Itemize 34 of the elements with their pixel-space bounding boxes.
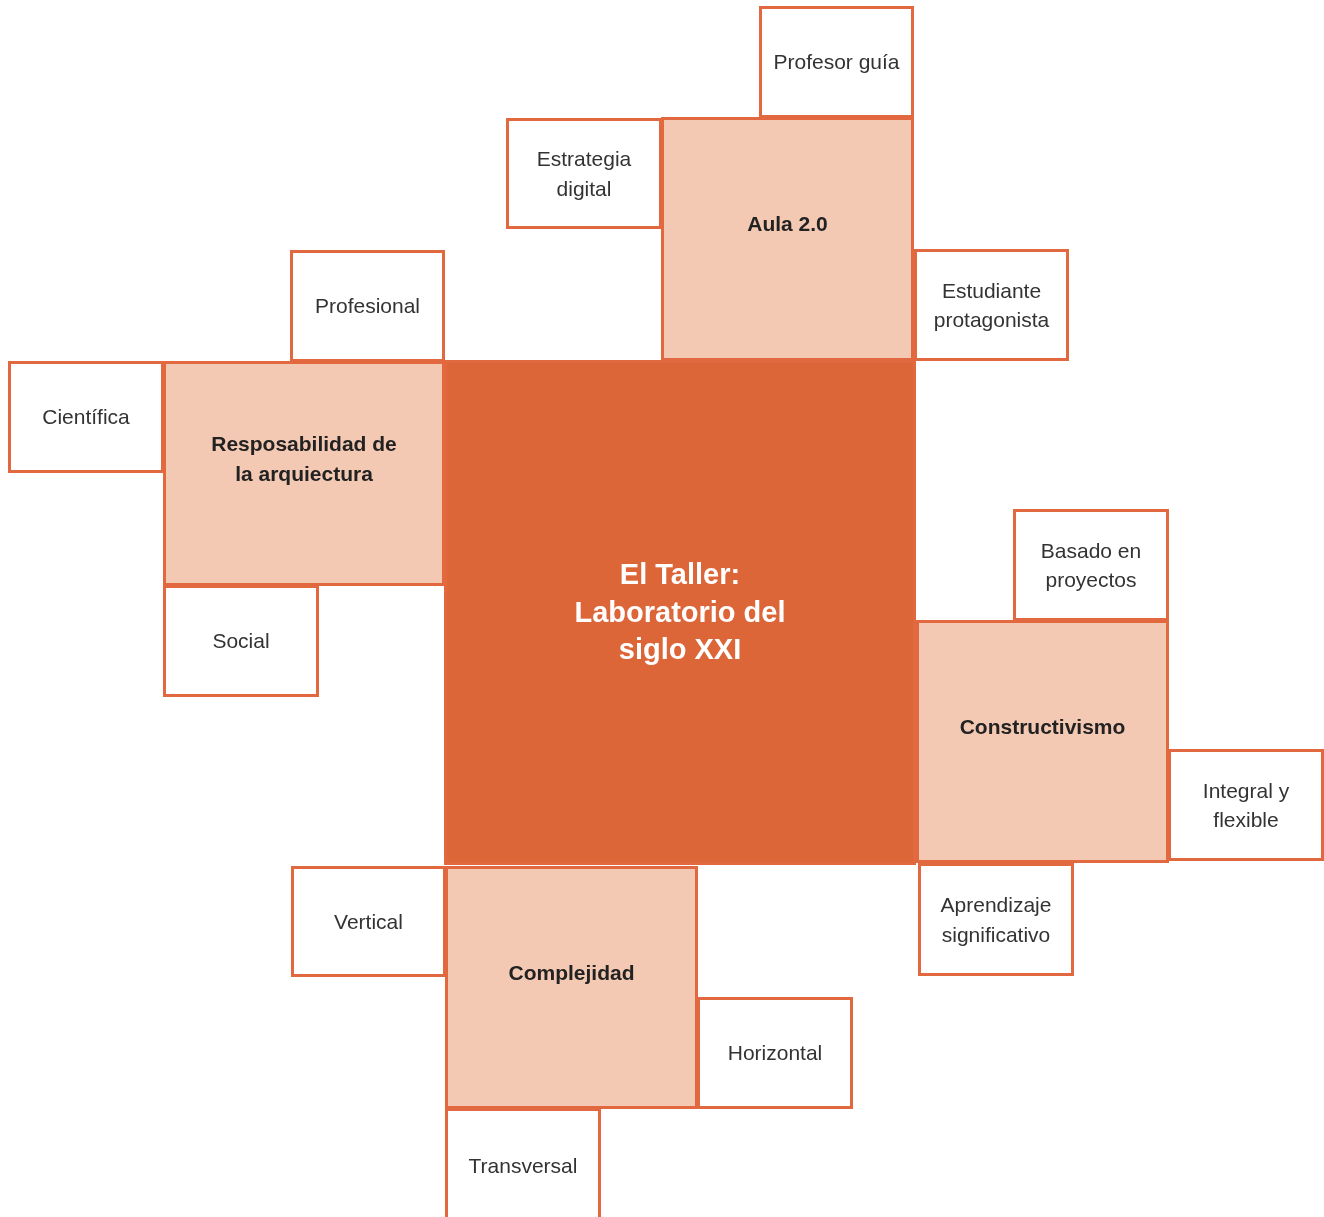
topic-box: [661, 117, 914, 361]
topic-box: [445, 866, 698, 1109]
box-label: Resposabilidad de la arquiectura: [210, 431, 398, 487]
subtopic-box: [445, 1108, 601, 1217]
box-label: Horizontal: [727, 1040, 823, 1067]
topic-box: [916, 620, 1169, 863]
subtopic-box: [697, 997, 853, 1109]
box-label: Aula 2.0: [747, 211, 828, 238]
box-label: Complejidad: [508, 959, 635, 986]
subtopic-box: [1168, 749, 1324, 861]
box-label: Vertical: [334, 908, 403, 935]
subtopic-box: [918, 863, 1074, 976]
box-label: Basado en proyectos: [1039, 537, 1143, 593]
subtopic-box: [291, 866, 446, 977]
central-box: [444, 360, 916, 865]
box-label: Integral y flexible: [1201, 777, 1291, 833]
subtopic-box: [163, 585, 319, 697]
subtopic-box: [506, 118, 662, 229]
topic-box: [163, 361, 445, 586]
subtopic-box: [914, 249, 1069, 361]
subtopic-box: [8, 361, 164, 473]
subtopic-box: [1013, 509, 1169, 621]
box-label: Constructivismo: [959, 713, 1126, 740]
box-label: Social: [212, 628, 270, 655]
subtopic-box: [759, 6, 914, 118]
box-label: Aprendizaje significativo: [939, 892, 1053, 948]
box-label: El Taller: Laboratorio del siglo XXI: [573, 556, 787, 668]
box-label: Científica: [42, 404, 130, 431]
box-label: Profesional: [314, 293, 421, 320]
box-label: Transversal: [468, 1152, 578, 1179]
box-label: Estrategia digital: [535, 146, 633, 202]
box-label: Estudiante protagonista: [932, 277, 1051, 333]
subtopic-box: [290, 250, 445, 362]
box-label: Profesor guía: [773, 49, 900, 76]
